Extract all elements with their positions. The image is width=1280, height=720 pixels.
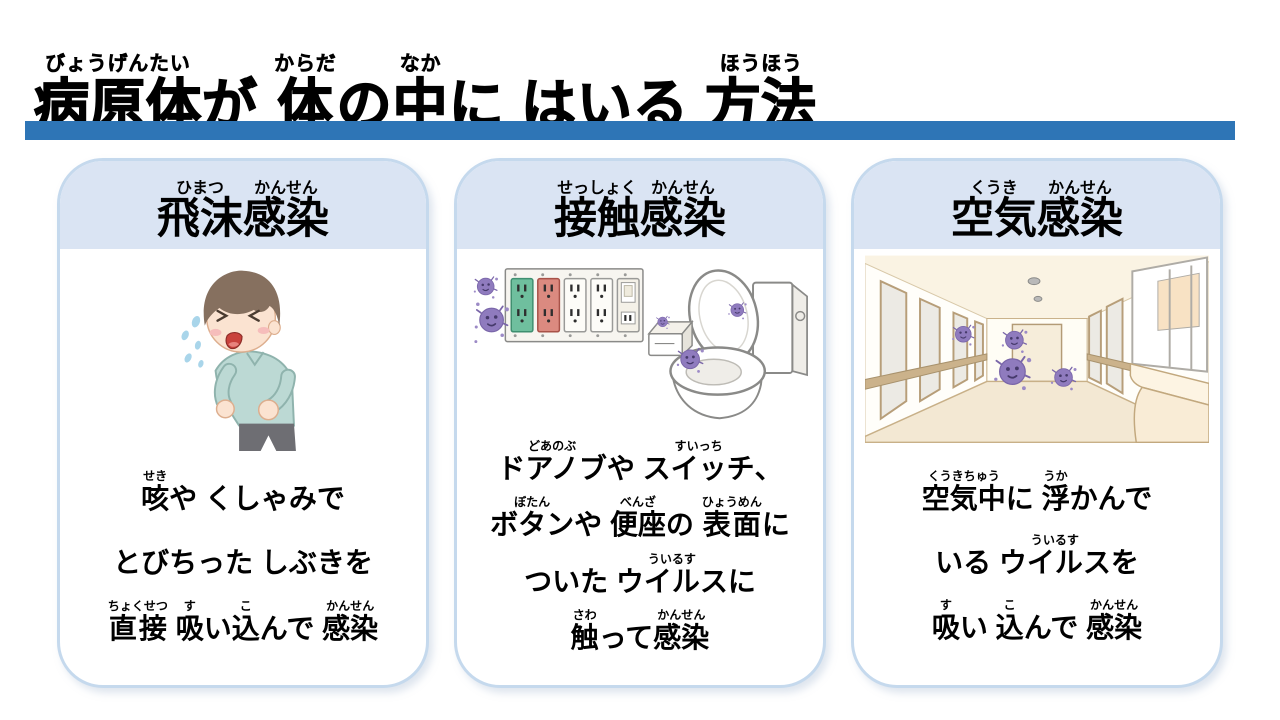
text-line: 直接ちょくせつ ​吸すい​込こんで ​感染かんせん: [107, 598, 379, 644]
text-line: ついた ​ウイルスういるすに​: [524, 551, 756, 597]
card-contact-title: 接触せっしょく感染かんせん: [457, 161, 823, 249]
hospital-hallway-illustration: [865, 255, 1209, 443]
card-droplet-text: 咳せきや くしゃみで​ とびちった しぶきを​ 直接ちょくせつ ​吸すい​込こん…: [108, 469, 378, 664]
text-line: ドアノブどあのぶや ​スイッチすいっち、​: [497, 439, 783, 484]
text-line: 触さわって​感染かんせん: [570, 608, 710, 654]
text-line: 空気中くうきちゅうに ​浮うかかんで​: [921, 469, 1153, 514]
card-droplet-title: 飛沫ひまつ感染かんせん: [60, 161, 426, 249]
card-contact-text: ドアノブどあのぶや ​スイッチすいっち、​ ボタンぼたんや ​便座べんざの ​表…: [490, 439, 790, 665]
card-droplet-body: 咳せきや くしゃみで​ とびちった しぶきを​ 直接ちょくせつ ​吸すい​込こん…: [60, 249, 426, 685]
cough-droplets-icon: [181, 315, 204, 368]
text-line: ボタンぼたんや ​便座べんざの ​表面ひょうめんに​: [490, 495, 790, 541]
text-line: 咳せきや くしゃみで​: [141, 469, 345, 514]
card-airborne-title: 空気くうき感染かんせん: [854, 161, 1220, 249]
card-airborne-infection: 空気くうき感染かんせん: [851, 158, 1223, 688]
card-droplet-infection: 飛沫ひまつ感染かんせん: [57, 158, 429, 688]
text-line: 吸すい ​込こんで ​感染かんせん: [931, 597, 1143, 643]
text-line: いる ​ウイルスういるすを​: [935, 533, 1139, 579]
virus-icon: [473, 276, 499, 300]
outlets-and-toilet-illustration: [473, 268, 808, 420]
outlet-panel-icon: [504, 268, 644, 343]
infection-cards-row: 飛沫ひまつ感染かんせん: [57, 158, 1223, 690]
virus-icon: [473, 305, 510, 338]
card-airborne-body: 空気中くうきちゅうに ​浮うかかんで​ いる ​ウイルスういるすを​ 吸すい ​…: [854, 249, 1220, 685]
toilet-icon: [647, 269, 808, 420]
coughing-person-illustration: [181, 270, 296, 452]
accent-bar: [25, 121, 1235, 140]
card-contact-body: ドアノブどあのぶや ​スイッチすいっち、​ ボタンぼたんや ​便座べんざの ​表…: [457, 249, 823, 685]
hallway-icon: [865, 255, 1209, 443]
card-contact-infection: 接触せっしょく感染かんせん: [454, 158, 826, 688]
card-airborne-text: 空気中くうきちゅうに ​浮うかかんで​ いる ​ウイルスういるすを​ 吸すい ​…: [922, 469, 1152, 662]
text-line: とびちった しぶきを​: [113, 533, 373, 579]
